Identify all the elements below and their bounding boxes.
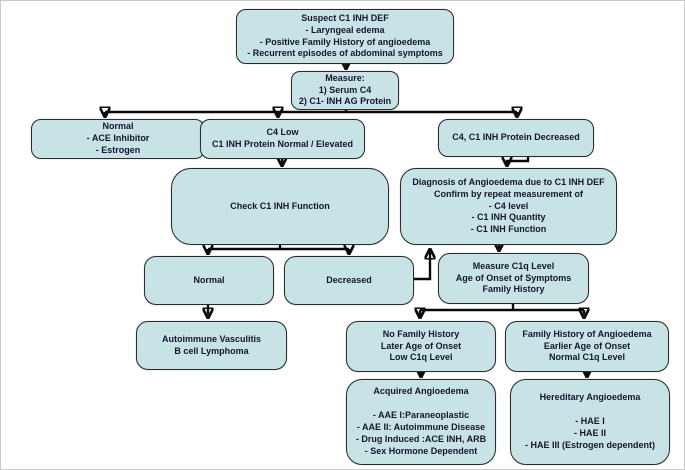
node-text-line: No Family History	[382, 328, 460, 339]
node-text-line: Family History of Angioedema	[522, 328, 652, 339]
node-text-line: Check C1 INH Function	[230, 200, 330, 211]
node-text-line: - HAE III (Estrogen dependent)	[524, 439, 655, 450]
node-text-line: - ACE Inhibitor	[86, 133, 150, 144]
node-text-line: C4, C1 INH Protein Decreased	[452, 132, 580, 143]
node-text-line: - Recurrent episodes of abdominal sympto…	[247, 48, 443, 59]
node-text-line: Autoimmune Vasculitis	[161, 333, 262, 344]
node-text-line: Normal	[102, 121, 134, 132]
node-text-line: - Positive Family History of angioedema	[259, 36, 431, 47]
node-text-line: - Laryngeal edema	[305, 24, 385, 35]
node-suspect-c1-inh-def: Suspect C1 INH DEF- Laryngeal edema- Pos…	[236, 9, 454, 64]
node-text-line: - C4 level	[488, 200, 529, 211]
node-text-line: - C1 INH Function	[470, 224, 547, 235]
node-text-line: - Estrogen	[95, 144, 141, 155]
connector-check-branch	[208, 245, 349, 252]
node-text-line: - C1 INH Quantity	[471, 212, 546, 223]
node-c4-c1inh-decreased: C4, C1 INH Protein Decreased	[438, 119, 594, 157]
node-acquired-angioedema: Acquired Angioedema - AAE I:Paraneoplast…	[346, 379, 496, 465]
node-text-line: 2) C1- INH AG Protein	[298, 96, 392, 107]
node-text-line: Later Age of Onset	[380, 340, 462, 351]
node-text-line: Diagnosis of Angioedema due to C1 INH DE…	[412, 176, 605, 187]
connector-decreased-to-diagnosis	[414, 251, 430, 281]
node-text-line: Family History	[482, 284, 545, 295]
node-text-line: 1) Serum C4	[318, 84, 372, 95]
node-text-line: - AAE II: Autoimmune Disease	[356, 422, 486, 432]
node-text-line: Age of Onset of Symptoms	[455, 272, 572, 283]
node-function-decreased: Decreased	[284, 256, 414, 305]
node-diagnosis-angioedema: Diagnosis of Angioedema due to C1 INH DE…	[400, 168, 617, 245]
node-text-line: Acquired Angioedema	[373, 386, 469, 397]
node-text-line: - Sex Hormone Dependent	[364, 445, 478, 456]
node-normal-ace-inhibitor: Normal- ACE Inhibitor- Estrogen	[31, 119, 205, 159]
node-text-line	[589, 404, 592, 416]
node-text-line: Normal C1q Level	[548, 352, 626, 363]
node-text-line: C4 Low	[266, 127, 299, 138]
node-text-line: C1 INH Protein Normal / Elevated	[211, 139, 354, 149]
node-text-line: - Drug Induced :ACE INH, ARB	[355, 433, 487, 444]
node-text-line: Earlier Age of Onset	[543, 340, 631, 351]
node-text-line: - HAE II	[573, 427, 606, 438]
node-function-normal: Normal	[144, 256, 274, 305]
node-text-line: Measure C1q Level	[472, 260, 555, 271]
node-text-line: Measure:	[325, 72, 365, 83]
node-text-line: - HAE I	[575, 416, 605, 427]
node-text-line: Hereditary Angioedema	[539, 392, 641, 403]
node-hereditary-angioedema: Hereditary Angioedema - HAE I- HAE II- H…	[510, 379, 670, 465]
connector-measurec1q-branch	[420, 304, 584, 316]
node-text-line	[420, 398, 423, 410]
node-text-line: Low C1q Level	[389, 352, 453, 363]
node-text-line: Confirm by repeat measurement of	[433, 188, 584, 199]
node-text-line: Suspect C1 INH DEF	[301, 12, 389, 23]
node-text-line: Decreased	[326, 274, 372, 285]
node-check-c1inh-function: Check C1 INH Function	[171, 168, 389, 245]
connector-c4dec-to-diagnosis	[507, 157, 530, 164]
node-text-line: B cell Lymphoma	[174, 345, 249, 356]
node-text-line: - AAE I:Paraneoplastic	[372, 410, 470, 421]
node-text-line: Normal	[193, 274, 225, 285]
connector-measure-branch	[105, 110, 517, 115]
